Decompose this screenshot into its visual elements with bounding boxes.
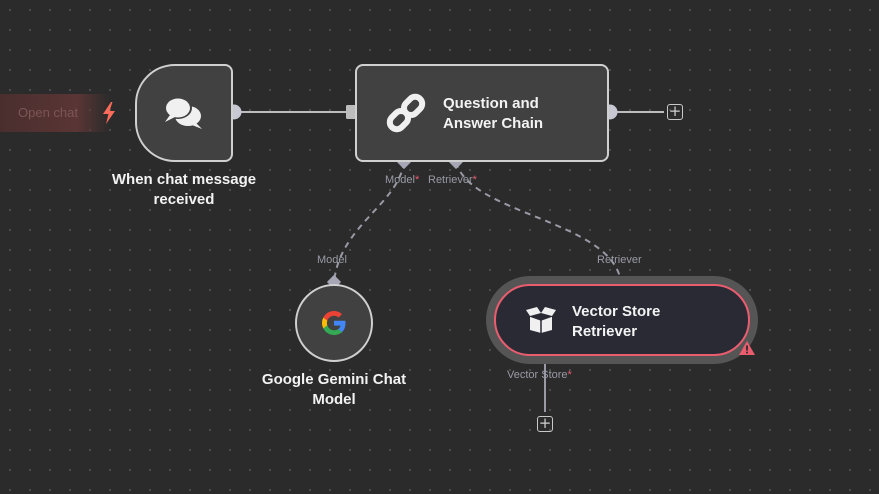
vs-vector-store-port-label: Vector Store*: [507, 369, 572, 381]
connection-model: [333, 161, 405, 283]
qa-chain-node[interactable]: Question and Answer Chain: [355, 64, 609, 162]
connection-retriever: [455, 161, 622, 283]
chat-trigger-node[interactable]: [135, 64, 233, 162]
add-node-after-qa-button[interactable]: +: [667, 102, 683, 120]
vs-retriever-port-label: Retriever: [597, 254, 642, 266]
open-chat-label: Open chat: [18, 105, 78, 120]
qa-chain-title: Question and Answer Chain: [443, 95, 544, 132]
qa-retriever-port-label: Retriever*: [428, 174, 477, 186]
gemini-node-label: Google Gemini Chat Model: [261, 371, 407, 408]
qa-model-port-label: Model*: [385, 174, 420, 186]
add-vector-store-button[interactable]: +: [537, 414, 553, 432]
vector-store-retriever-node[interactable]: Vector Store Retriever: [494, 284, 750, 356]
open-chat-button[interactable]: Open chat: [0, 94, 110, 132]
google-icon: [322, 311, 346, 335]
lightning-bolt-icon: [103, 102, 115, 124]
vector-store-retriever-title: Vector Store Retriever: [572, 303, 661, 340]
chat-bubbles-icon: [164, 97, 202, 129]
warning-icon[interactable]: [738, 340, 756, 356]
trigger-node-label: When chat message received: [111, 171, 257, 208]
box-icon: [526, 307, 556, 333]
gemini-model-node[interactable]: [295, 284, 373, 362]
qa-input-handle: [347, 105, 355, 119]
link-icon: [386, 93, 426, 133]
gemini-model-port-label: Model: [317, 254, 347, 266]
